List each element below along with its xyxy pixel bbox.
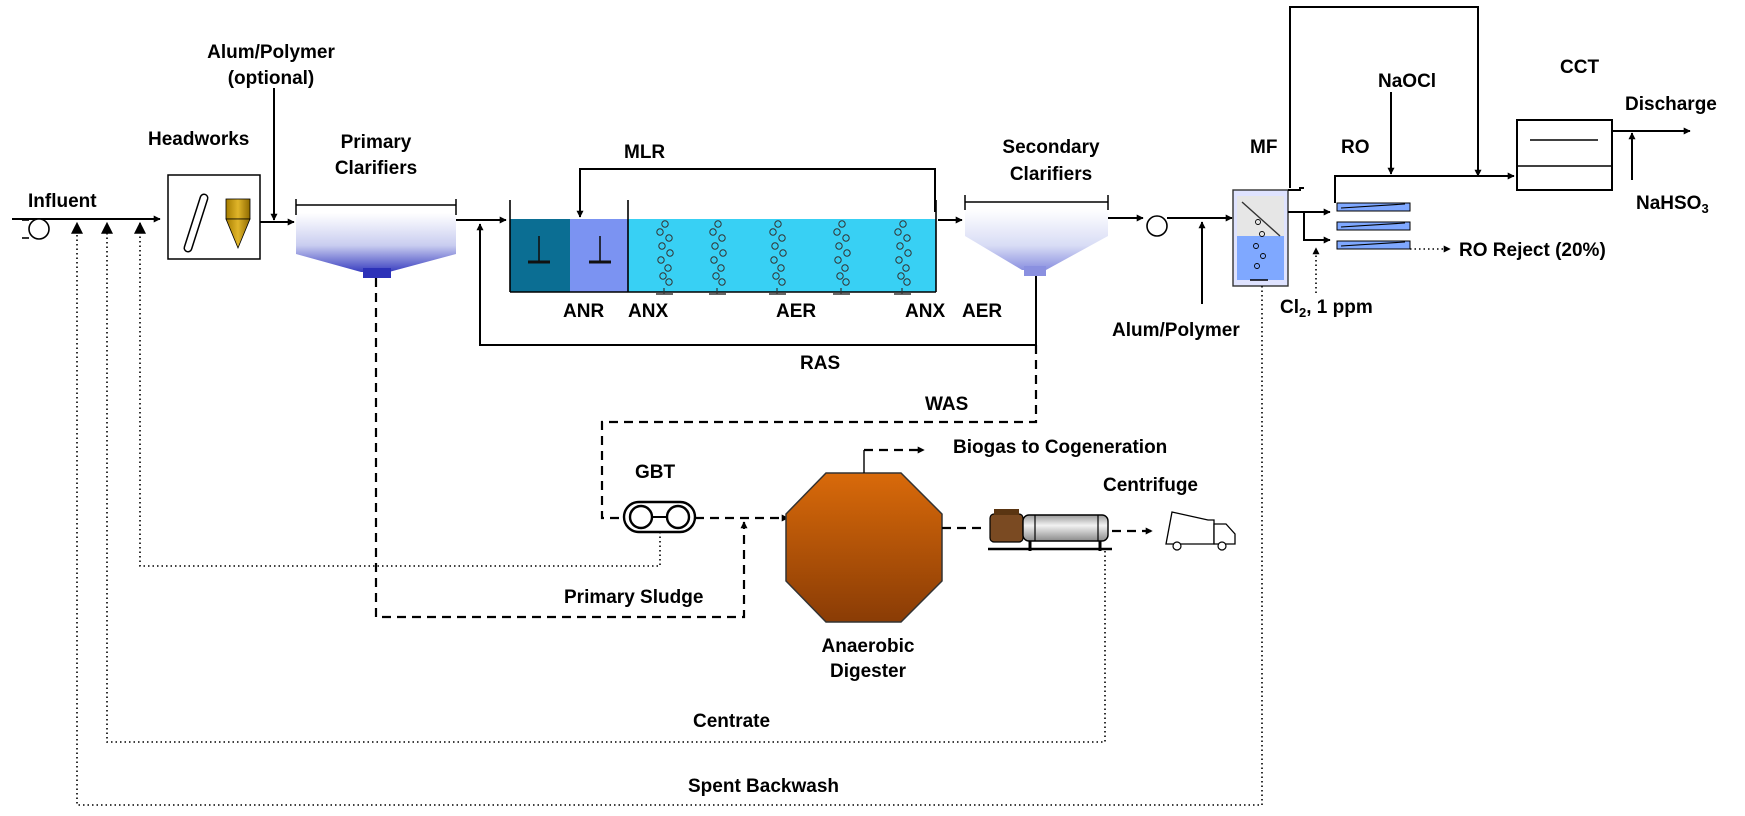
- centrate-label: Centrate: [693, 711, 770, 732]
- spent-backwash-label: Spent Backwash: [688, 776, 839, 797]
- mf-unit: [1232, 189, 1289, 287]
- spent-backwash-line: [71, 221, 1263, 806]
- ro-unit: [1336, 202, 1411, 250]
- headworks-unit: [167, 174, 261, 260]
- anaerobic-digester: [785, 450, 943, 623]
- ro-bypass-line: [1289, 6, 1482, 188]
- aer-label-1: AER: [776, 301, 816, 322]
- primary-sludge-line: [374, 278, 748, 619]
- mf-to-ro-line-1: [1288, 211, 1331, 244]
- mlr-recycle-line: [576, 168, 936, 218]
- alum-polymer-label: Alum/Polymer: [1112, 320, 1240, 341]
- ras-label: RAS: [800, 353, 840, 374]
- gbt-unit: [622, 500, 697, 534]
- influent-label: Influent: [28, 191, 97, 212]
- digester-label-2: Digester: [830, 661, 907, 682]
- secondary-clarifiers-label-2: Clarifiers: [1010, 164, 1092, 185]
- alum-optional-label-2: (optional): [228, 68, 315, 89]
- ro-to-cct-line: [1334, 172, 1515, 203]
- centrate-line: [101, 221, 1106, 743]
- centrifuge-label: Centrifuge: [1103, 475, 1198, 496]
- discharge-label: Discharge: [1625, 94, 1717, 115]
- ro-label: RO: [1341, 137, 1370, 158]
- ro-reject-label: RO Reject (20%): [1459, 240, 1606, 261]
- headworks-label: Headworks: [148, 129, 249, 150]
- primary-sludge-label: Primary Sludge: [564, 587, 703, 608]
- primary-clarifiers-label-1: Primary: [341, 132, 412, 153]
- mlr-label: MLR: [624, 142, 665, 163]
- influent-pump: [22, 218, 50, 240]
- cct-unit: [1516, 119, 1613, 191]
- naocl-label: NaOCl: [1378, 71, 1436, 92]
- gbt-filtrate-line: [134, 221, 661, 567]
- primary-clarifier: [295, 199, 457, 278]
- secondary-clarifiers-label-1: Secondary: [1002, 137, 1100, 158]
- mf-top-line: [1288, 187, 1304, 191]
- was-line: [600, 345, 1038, 520]
- gbt-label: GBT: [635, 462, 676, 483]
- truck-icon: [1165, 511, 1236, 551]
- anx-label-1: ANX: [628, 301, 668, 322]
- anr-label: ANR: [563, 301, 604, 322]
- bioreactor-basin: [509, 200, 937, 295]
- ras-line: [476, 223, 1037, 346]
- digester-label-1: Anaerobic: [822, 636, 915, 657]
- biogas-label: Biogas to Cogeneration: [953, 437, 1167, 458]
- cct-label: CCT: [1560, 57, 1599, 78]
- anx-label-2: ANX: [905, 301, 945, 322]
- nahso3-label: NaHSO3: [1636, 193, 1709, 216]
- centrifuge-unit: [988, 509, 1112, 551]
- alum-optional-label-1: Alum/Polymer: [207, 42, 335, 63]
- was-label: WAS: [925, 394, 968, 415]
- mf-label: MF: [1250, 137, 1277, 158]
- primary-clarifiers-label-2: Clarifiers: [335, 158, 417, 179]
- cl2-label: Cl2, 1 ppm: [1280, 297, 1373, 320]
- aer-label-2: AER: [962, 301, 1002, 322]
- secondary-clarifier: [964, 195, 1109, 276]
